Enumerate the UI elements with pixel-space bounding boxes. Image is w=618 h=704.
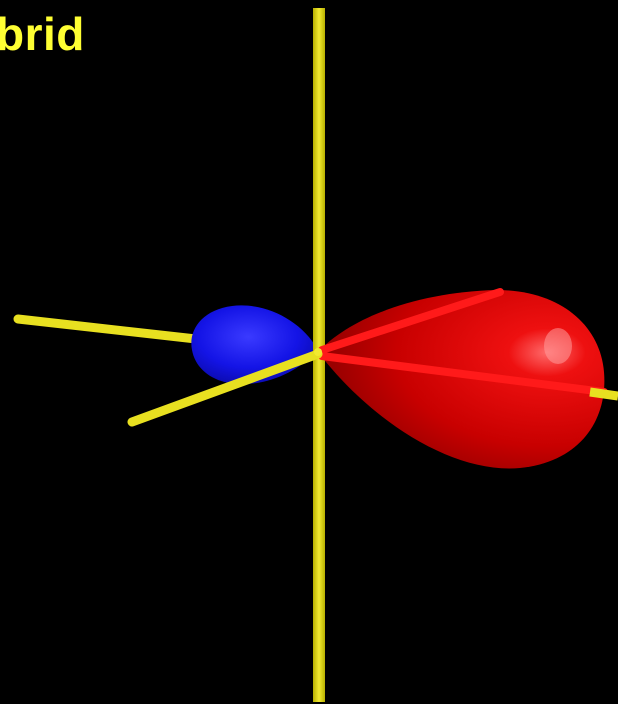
figure-title: brid xyxy=(0,8,85,60)
large-lobe-highlight-upper xyxy=(318,288,504,354)
large-lobe-positive-phase xyxy=(318,290,605,469)
large-lobe-highlight-lower xyxy=(318,352,608,396)
x-axis-right xyxy=(589,387,618,401)
x-axis-left xyxy=(13,314,210,345)
y-axis xyxy=(127,349,323,427)
large-lobe-specular xyxy=(544,328,572,364)
origin-point xyxy=(314,348,322,356)
